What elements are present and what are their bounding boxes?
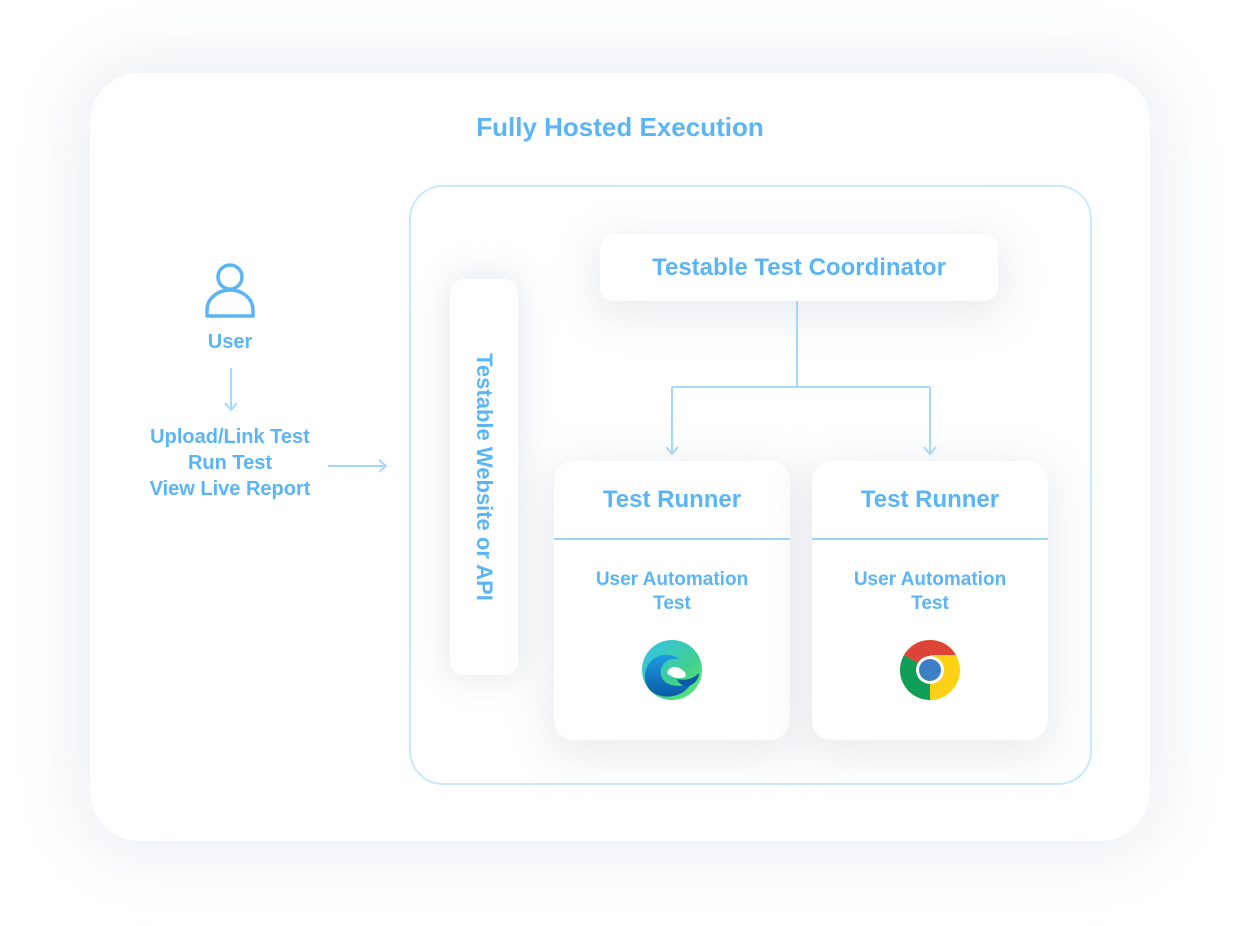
chrome-icon: [900, 640, 960, 700]
test-coordinator-label: Testable Test Coordinator: [652, 253, 946, 281]
action-upload-link-test: Upload/Link Test: [150, 426, 310, 448]
runner-subtitle: User Automation Test: [554, 568, 790, 616]
runner-subtitle: User Automation Test: [812, 568, 1048, 616]
diagram-title: Fully Hosted Execution: [476, 112, 764, 142]
action-run-test: Run Test: [187, 452, 273, 474]
runner-subtitle-line1: User Automation: [595, 569, 749, 590]
runner-subtitle-line2: Test: [911, 593, 949, 614]
runner-subtitle-line2: Test: [653, 593, 691, 614]
user-icon: [205, 263, 255, 318]
website-or-api-box: Testable Website or API: [450, 279, 518, 675]
user-actions: Upload/Link Test Run Test View Live Repo…: [130, 424, 330, 502]
runner-title: Test Runner: [554, 461, 790, 540]
edge-icon: [642, 640, 702, 700]
test-coordinator-box: Testable Test Coordinator: [600, 234, 998, 301]
runner-subtitle-line1: User Automation: [853, 569, 1007, 590]
action-view-live-report: View Live Report: [149, 478, 311, 500]
runner-title: Test Runner: [812, 461, 1048, 540]
website-or-api-label: Testable Website or API: [472, 353, 497, 601]
test-runner-edge: Test Runner User Automation Test: [554, 461, 790, 740]
user-label: User: [207, 331, 253, 353]
hosted-environment-frame: [409, 185, 1092, 785]
test-runner-chrome: Test Runner User Automation Test: [812, 461, 1048, 740]
